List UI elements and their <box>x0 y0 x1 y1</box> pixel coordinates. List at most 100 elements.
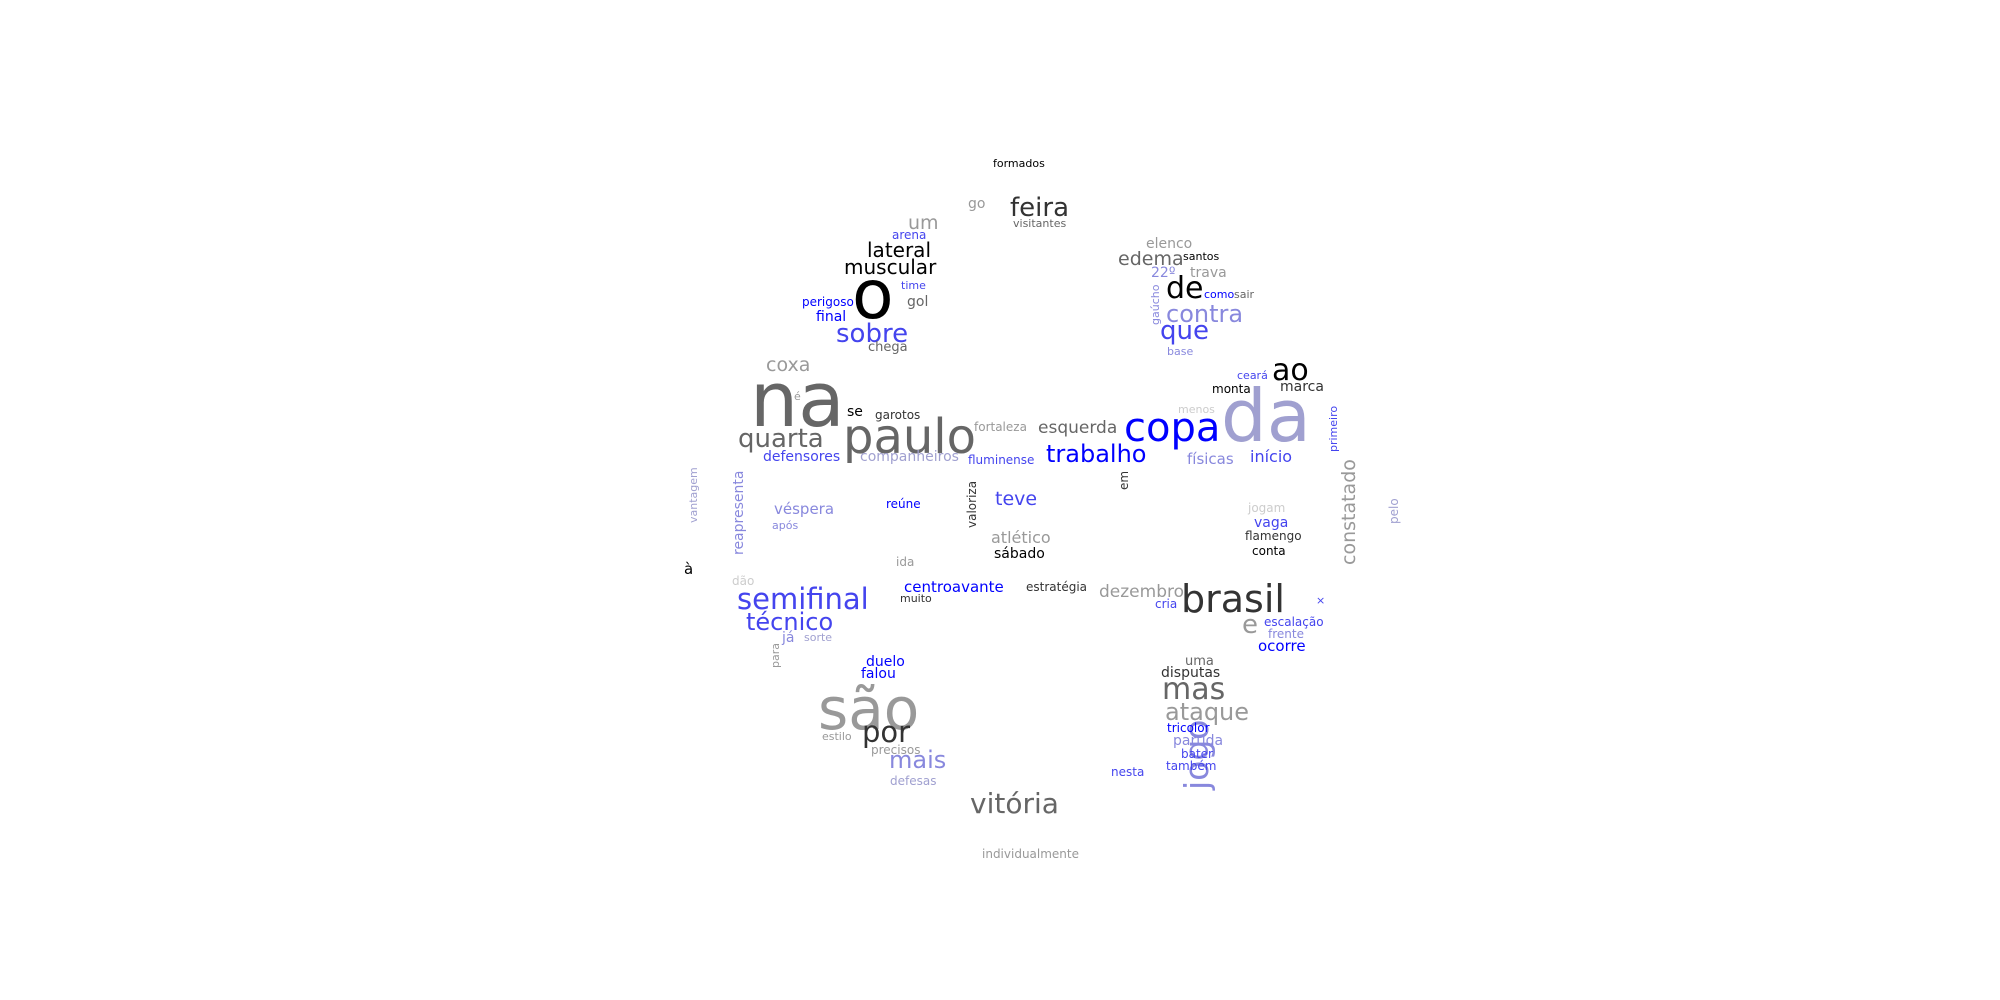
word-cloud-word: uma <box>1185 654 1214 669</box>
word-cloud-word: flamengo <box>1245 529 1302 543</box>
word-cloud-word: em <box>1117 470 1131 490</box>
word-cloud-word: defensores <box>763 449 841 465</box>
word-cloud-word: individualmente <box>982 847 1080 861</box>
word-cloud-word: edema <box>1118 248 1184 270</box>
word-cloud-word: bater <box>1181 747 1213 761</box>
word-cloud-word: dezembro <box>1099 582 1184 602</box>
word-cloud-word: jogam <box>1248 501 1286 515</box>
word-cloud-word: por <box>862 715 911 749</box>
word-cloud-word: feira <box>1010 193 1069 223</box>
word-cloud-word: vitória <box>970 787 1059 820</box>
word-cloud-word: lateral <box>867 238 931 262</box>
word-cloud-word: santos <box>1183 250 1220 263</box>
word-cloud-word: vaga <box>1254 515 1289 531</box>
word-cloud-word: elenco <box>1146 236 1193 252</box>
word-cloud-word: mas <box>1162 672 1226 707</box>
word-cloud-word: um <box>908 212 939 234</box>
word-cloud-word: garotos <box>875 408 921 422</box>
word-cloud-word: falou <box>861 666 896 682</box>
word-cloud-word: que <box>1160 316 1209 346</box>
word-cloud-word: 22º <box>1151 265 1176 281</box>
word-cloud-word: cria <box>1155 597 1178 611</box>
word-cloud-word: tricolor <box>1167 721 1210 735</box>
word-cloud-word: ataque <box>1165 698 1250 726</box>
word-cloud-word: final <box>816 309 847 325</box>
word-cloud-word: reapresenta <box>731 470 747 555</box>
word-cloud-word: é <box>794 390 801 403</box>
word-cloud-word: muscular <box>844 255 937 279</box>
word-cloud-word: constatado <box>1338 459 1360 565</box>
word-cloud-word: ida <box>896 555 915 569</box>
word-cloud-word: pelo <box>1387 498 1401 524</box>
word-cloud-word: go <box>968 196 986 212</box>
word-cloud-word: companheiros <box>860 449 959 465</box>
word-cloud-word: duelo <box>866 654 905 670</box>
word-cloud-word: quarta <box>738 424 824 454</box>
word-cloud-word: mais <box>889 746 947 774</box>
word-cloud-word: atlético <box>991 528 1051 547</box>
word-cloud-word: estratégia <box>1026 580 1088 594</box>
word-cloud-word: à <box>684 560 694 578</box>
word-cloud-word: defesas <box>890 774 937 788</box>
word-cloud-word: menos <box>1178 403 1215 416</box>
word-cloud-word: o <box>852 256 894 335</box>
word-cloud-word: da <box>1221 374 1311 458</box>
word-cloud-word: após <box>772 519 799 532</box>
word-cloud-word: muito <box>900 592 932 605</box>
word-cloud-word: escalação <box>1264 615 1324 629</box>
word-cloud-word: conta <box>1252 544 1286 558</box>
word-cloud-word: são <box>818 675 920 743</box>
word-cloud-word: fortaleza <box>974 420 1027 434</box>
word-cloud-word: frente <box>1268 627 1304 641</box>
word-cloud-word: sobre <box>836 319 909 349</box>
word-cloud-word: como <box>1204 288 1235 301</box>
word-cloud-word: para <box>769 643 782 668</box>
word-cloud-word: estilo <box>822 730 852 743</box>
word-cloud-word: gol <box>907 294 929 310</box>
word-cloud-word: sair <box>1234 288 1255 301</box>
word-cloud-word: base <box>1167 345 1194 358</box>
word-cloud-word: coxa <box>766 354 811 376</box>
word-cloud-word: perigoso <box>802 295 854 309</box>
word-cloud-word: teve <box>995 488 1038 510</box>
word-cloud-word: copa <box>1124 405 1221 451</box>
word-cloud-word: formados <box>993 157 1045 170</box>
word-cloud-word: trava <box>1190 265 1227 281</box>
word-cloud-word: valoriza <box>965 480 979 528</box>
word-cloud-word: ceará <box>1237 369 1268 382</box>
word-cloud-word: semifinal <box>737 582 869 616</box>
word-cloud-word: já <box>782 630 795 646</box>
word-cloud-word: físicas <box>1187 450 1234 468</box>
word-cloud-word: centroavante <box>904 578 1004 596</box>
word-cloud-word: fluminense <box>968 453 1035 467</box>
word-cloud-word: técnico <box>746 608 834 636</box>
word-cloud-word: visitantes <box>1013 217 1067 230</box>
word-cloud-word: time <box>901 279 926 292</box>
word-cloud-word: e <box>1242 610 1258 640</box>
word-cloud-word: nesta <box>1111 765 1145 779</box>
word-cloud-word: dão <box>732 574 755 588</box>
word-cloud-word: paulo <box>843 409 977 465</box>
word-cloud-word: ocorre <box>1258 637 1306 655</box>
word-cloud-word: reúne <box>886 497 921 511</box>
word-cloud-word: monta <box>1212 382 1251 396</box>
word-cloud-word: precisos <box>871 743 921 757</box>
word-cloud-word: esquerda <box>1038 418 1118 438</box>
word-cloud-word: trabalho <box>1046 440 1147 468</box>
word-cloud-word: disputas <box>1161 665 1221 681</box>
word-cloud-word: ao <box>1272 353 1309 388</box>
word-cloud-word: brasil <box>1181 577 1285 621</box>
word-cloud-word: partida <box>1173 733 1224 749</box>
word-cloud-word: também <box>1166 759 1217 773</box>
word-cloud-word: se <box>847 404 863 420</box>
word-cloud-word: chega <box>868 340 908 355</box>
word-cloud-word: sorte <box>804 631 833 644</box>
word-cloud-word: arena <box>892 228 927 242</box>
word-cloud-word: de <box>1166 271 1204 306</box>
word-cloud-word: × <box>1316 594 1326 607</box>
word-cloud-word: na <box>750 355 845 444</box>
word-cloud-word: vantagem <box>687 467 700 523</box>
word-cloud-word: primeiro <box>1327 405 1340 452</box>
word-cloud-word: marca <box>1280 379 1324 395</box>
